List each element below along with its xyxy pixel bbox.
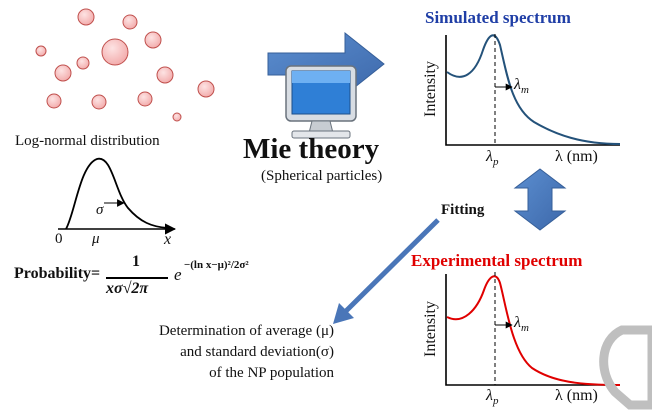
- particle: [76, 56, 90, 70]
- experimental-peak-label: λp: [486, 387, 498, 407]
- simulated-axes: [445, 35, 620, 146]
- simulated-xlabel: λ (nm): [555, 148, 598, 165]
- simulated-plot: [445, 34, 621, 146]
- particle: [172, 112, 182, 122]
- formula-denominator: xσ√2π: [106, 280, 149, 297]
- determination-line2: and standard deviation(σ): [180, 344, 334, 360]
- particle: [101, 38, 129, 66]
- experimental-width-sub: m: [520, 322, 529, 335]
- distribution-label: Log-normal distribution: [15, 133, 160, 149]
- experimental-axes: [445, 274, 620, 386]
- simulated-peak-label: λp: [486, 148, 498, 168]
- particle: [144, 31, 162, 49]
- determination-line3: of the NP population: [209, 365, 334, 381]
- experimental-ylabel: Intensity: [422, 301, 439, 357]
- determination-line1: Determination of average (μ): [158, 323, 334, 339]
- decorative-ring: [599, 325, 652, 410]
- particle-cloud: [35, 8, 215, 122]
- particle: [77, 8, 95, 26]
- formula-fraction-bar: [106, 277, 168, 279]
- particle: [197, 80, 215, 98]
- particle: [54, 64, 72, 82]
- particle: [156, 66, 174, 84]
- probability-prefix: Probability=: [14, 265, 101, 282]
- distribution-curve: [65, 158, 169, 230]
- simulated-ylabel: Intensity: [422, 61, 439, 117]
- distribution-mu-tick: μ: [92, 231, 100, 247]
- experimental-title: Experimental spectrum: [411, 251, 583, 270]
- fitting-diagonal-arrowhead: [333, 303, 354, 324]
- formula-exponent: −(ln x−μ)²/2σ²: [184, 259, 249, 271]
- simulated-peak-symbol: λ: [486, 148, 493, 165]
- experimental-plot: [445, 272, 621, 386]
- particle: [91, 94, 107, 110]
- mie-theory-title: Mie theory: [243, 133, 380, 165]
- simulated-peak-sub: p: [492, 156, 499, 169]
- particle: [35, 45, 47, 57]
- distribution-zero-tick: 0: [55, 231, 63, 247]
- simulated-width-symbol: λ: [514, 76, 521, 93]
- fitting-diagonal-arrow-shaft: [343, 218, 440, 314]
- fitting-label: Fitting: [441, 202, 485, 218]
- particle: [46, 93, 62, 109]
- experimental-xlabel: λ (nm): [555, 387, 598, 404]
- formula-base: e: [174, 265, 182, 284]
- fitting-double-arrow: [513, 168, 567, 231]
- experimental-width-label: λm: [514, 314, 529, 334]
- simulated-title: Simulated spectrum: [425, 8, 571, 27]
- experimental-width-symbol: λ: [514, 314, 521, 331]
- lognormal-plot: [58, 158, 177, 235]
- experimental-peak-symbol: λ: [486, 387, 493, 404]
- simulated-width-sub: m: [520, 84, 529, 97]
- experimental-curve: [446, 275, 621, 386]
- computer-monitor-icon: [285, 65, 357, 139]
- experimental-peak-sub: p: [492, 395, 499, 408]
- particle: [122, 14, 138, 30]
- particle: [137, 91, 153, 107]
- distribution-x-label: x: [164, 231, 172, 248]
- simulated-curve: [446, 34, 621, 145]
- simulated-width-label: λm: [514, 76, 529, 96]
- formula-numerator: 1: [132, 253, 140, 270]
- mie-theory-subtitle: (Spherical particles): [261, 168, 383, 184]
- distribution-sigma-label: σ: [96, 202, 104, 218]
